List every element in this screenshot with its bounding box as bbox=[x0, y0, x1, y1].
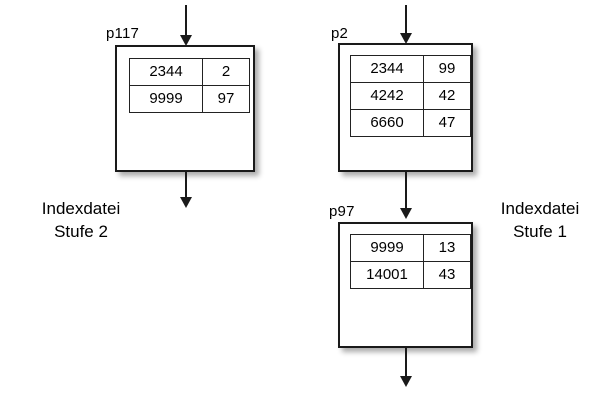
cell-value: 47 bbox=[423, 109, 471, 137]
caption-left-line2: Stufe 2 bbox=[54, 221, 108, 241]
arrow-head bbox=[400, 33, 412, 44]
cell-key: 4242 bbox=[350, 82, 424, 110]
arrow-shaft bbox=[405, 348, 407, 378]
node-label-p97: p97 bbox=[329, 203, 355, 220]
caption-left-line1: Indexdatei bbox=[41, 199, 121, 218]
cell-key: 2344 bbox=[350, 55, 424, 83]
node-label-p2: p2 bbox=[331, 25, 349, 42]
table-row[interactable]: 6660 47 bbox=[350, 109, 471, 137]
table-row[interactable]: 2344 2 bbox=[129, 58, 250, 86]
arrow-head bbox=[180, 197, 192, 208]
cell-key: 9999 bbox=[129, 85, 203, 113]
table-row[interactable]: 2344 99 bbox=[350, 55, 471, 83]
cell-value: 42 bbox=[423, 82, 471, 110]
caption-right-line1: Indexdatei bbox=[500, 199, 580, 218]
node-box-p97[interactable]: 9999 13 14001 43 bbox=[338, 222, 473, 348]
index-table-p97: 9999 13 14001 43 bbox=[350, 234, 471, 289]
arrow-head bbox=[180, 35, 192, 46]
cell-value: 2 bbox=[202, 58, 250, 86]
node-box-p117[interactable]: 2344 2 9999 97 bbox=[115, 45, 255, 172]
arrow-shaft bbox=[405, 5, 407, 35]
cell-key: 6660 bbox=[350, 109, 424, 137]
cell-value: 43 bbox=[423, 261, 471, 289]
caption-right-line2: Stufe 1 bbox=[513, 221, 567, 241]
arrow-head bbox=[400, 376, 412, 387]
node-label-p117: p117 bbox=[106, 25, 140, 42]
index-table-p2: 2344 99 4242 42 6660 47 bbox=[350, 55, 471, 137]
cell-key: 14001 bbox=[350, 261, 424, 289]
caption-right: Indexdatei Stufe 1 bbox=[481, 198, 599, 244]
arrow-head bbox=[400, 208, 412, 219]
cell-key: 2344 bbox=[129, 58, 203, 86]
arrow-shaft bbox=[185, 172, 187, 199]
table-row[interactable]: 14001 43 bbox=[350, 261, 471, 289]
arrow-shaft bbox=[185, 5, 187, 37]
cell-value: 13 bbox=[423, 234, 471, 262]
table-row[interactable]: 9999 13 bbox=[350, 234, 471, 262]
arrow-shaft bbox=[405, 172, 407, 210]
index-table-p117: 2344 2 9999 97 bbox=[129, 58, 250, 113]
caption-left: Indexdatei Stufe 2 bbox=[16, 198, 146, 244]
cell-value: 97 bbox=[202, 85, 250, 113]
cell-value: 99 bbox=[423, 55, 471, 83]
cell-key: 9999 bbox=[350, 234, 424, 262]
table-row[interactable]: 4242 42 bbox=[350, 82, 471, 110]
node-box-p2[interactable]: 2344 99 4242 42 6660 47 bbox=[338, 43, 473, 172]
table-row[interactable]: 9999 97 bbox=[129, 85, 250, 113]
